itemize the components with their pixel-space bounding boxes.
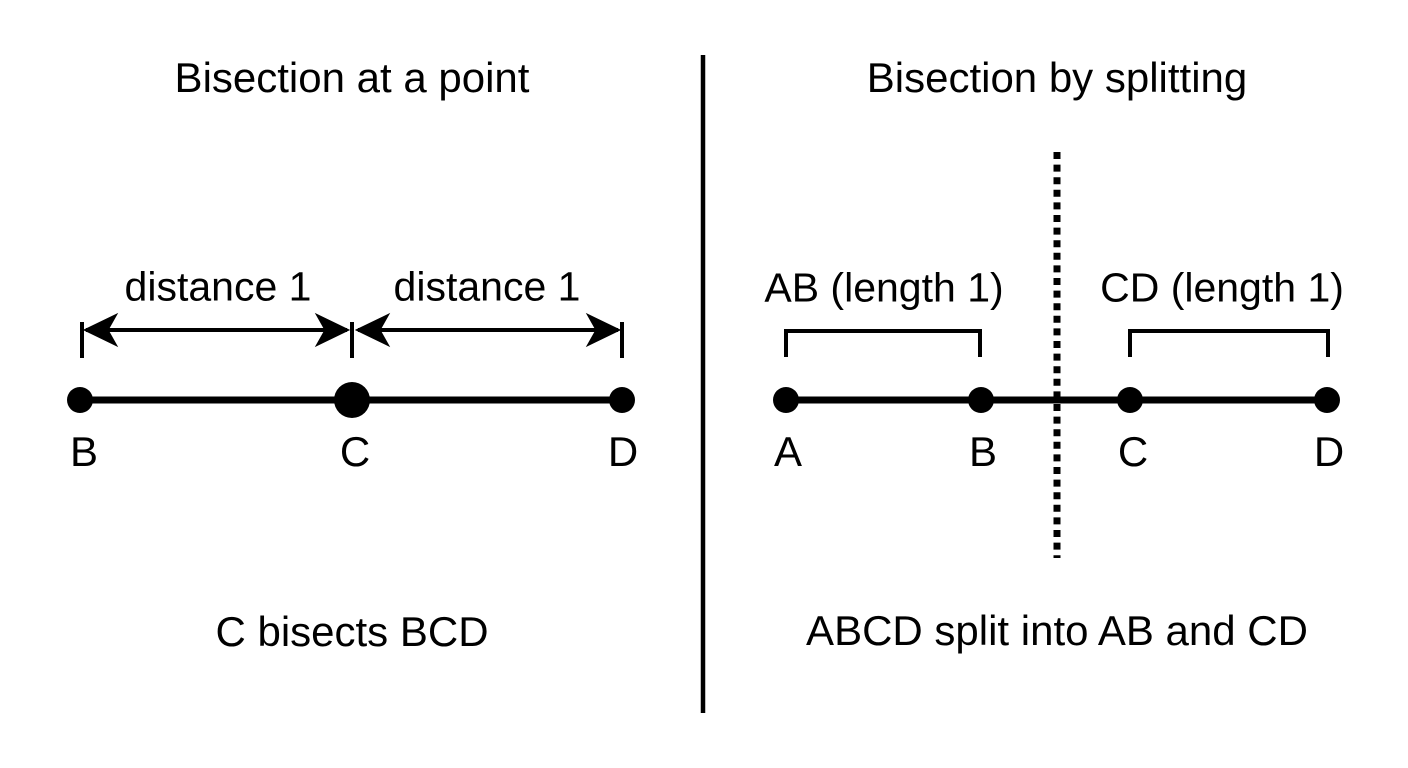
right-point-label-a: A — [773, 428, 803, 475]
right-panel-caption: ABCD split into AB and CD — [806, 607, 1308, 654]
right-point-label-b: B — [968, 428, 998, 475]
right-panel-title: Bisection by splitting — [866, 54, 1248, 101]
right-segment-brackets — [784, 329, 1330, 357]
left-point-dot-c — [334, 382, 370, 418]
segment-label-cd: CD (length 1) — [1100, 264, 1344, 311]
arrowhead-bc-left-icon — [82, 312, 119, 348]
right-point-dot-a — [773, 387, 799, 413]
left-point-label-c: C — [339, 428, 371, 475]
left-point-dot-d — [609, 387, 635, 413]
right-point-label-d: D — [1313, 428, 1345, 475]
right-point-label-c: C — [1117, 428, 1149, 475]
distance-label-cd: distance 1 — [393, 263, 581, 310]
right-segment-abcd — [773, 387, 1340, 413]
left-point-label-d: D — [607, 428, 639, 475]
left-point-dot-b — [67, 387, 93, 413]
left-panel-title: Bisection at a point — [174, 54, 530, 101]
right-point-dot-c — [1117, 387, 1143, 413]
left-point-label-b: B — [69, 428, 99, 475]
left-segment-bcd — [67, 382, 635, 418]
arrowhead-cd-left-icon — [354, 312, 391, 348]
arrowhead-bc-right-icon — [314, 312, 351, 348]
bracket-ab — [784, 329, 982, 357]
segment-label-ab: AB (length 1) — [764, 264, 1004, 311]
left-measure-arrows — [80, 312, 624, 358]
arrowhead-cd-right-icon — [585, 312, 622, 348]
right-point-dot-d — [1314, 387, 1340, 413]
left-panel-caption: C bisects BCD — [215, 608, 489, 655]
right-point-dot-b — [968, 387, 994, 413]
bracket-cd — [1128, 329, 1330, 357]
distance-label-bc: distance 1 — [124, 263, 312, 310]
